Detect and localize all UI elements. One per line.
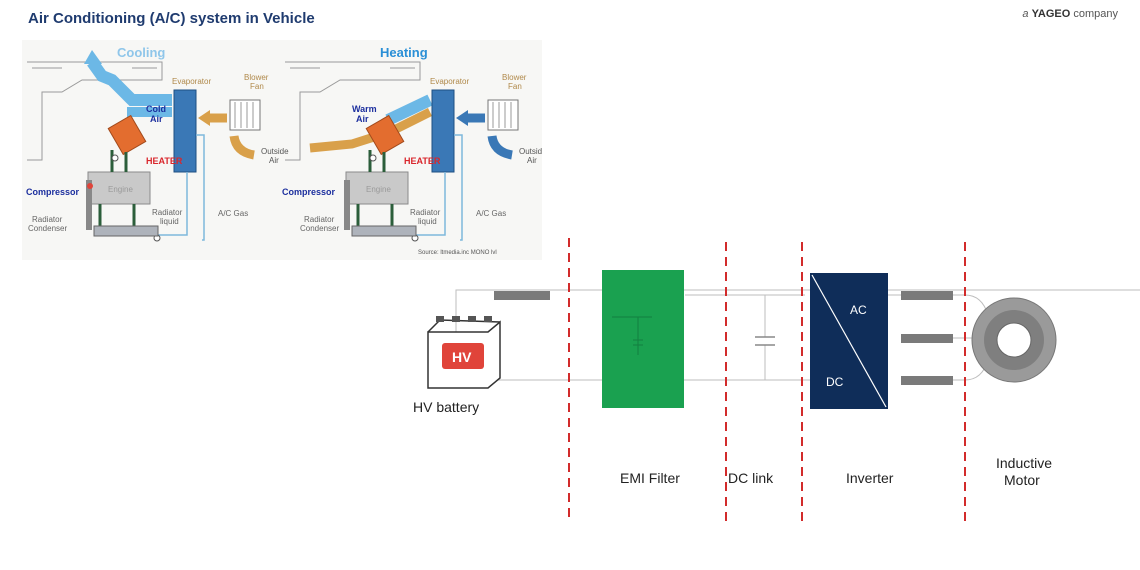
cooling-radiator-liquid-label-2: liquid: [160, 217, 179, 226]
heating-radiator-liquid-label-1: Radiator: [410, 208, 441, 217]
wire-top-segment: [456, 289, 805, 296]
page-title: Air Conditioning (A/C) system in Vehicle: [28, 10, 315, 27]
battery-terminal-4: [484, 316, 492, 322]
motor-label-1: Inductive: [996, 455, 1052, 471]
cooling-valve: [111, 154, 119, 162]
heating-heater-label: HEATER: [404, 156, 441, 166]
hv-battery: HV: [427, 316, 501, 389]
drivetrain-diagram: HV HV battery EMI Filter DC link AC DC I…: [390, 200, 1140, 570]
inverter-dc-text: DC: [826, 375, 844, 389]
cooling-diagram: Cooling Evaporator Blower Fan Outside Ai…: [26, 45, 289, 242]
emi-filter-circuit: [612, 316, 652, 355]
dc-link-label: DC link: [728, 470, 774, 486]
motor-label-2: Motor: [1004, 472, 1040, 488]
inverter-label: Inverter: [846, 470, 894, 486]
heating-ac-gas-label: A/C Gas: [476, 209, 506, 218]
heating-compressor-label: Compressor: [282, 187, 336, 197]
cooling-title: Cooling: [117, 45, 165, 60]
emi-filter: [602, 270, 684, 408]
heating-outside-air-label-1: Outside: [519, 147, 542, 156]
battery-hv-badge: [442, 343, 484, 369]
heating-dashboard-outline: [285, 61, 421, 161]
cooling-air-flow: [87, 58, 172, 106]
emi-filter-label: EMI Filter: [620, 470, 680, 486]
cooling-intake-arrowhead: [198, 110, 210, 126]
cooling-heater-core: [107, 114, 147, 156]
battery-label: HV battery: [413, 399, 479, 415]
heating-air-label-1: Warm: [352, 104, 377, 114]
ac-diagram-svg: Cooling Evaporator Blower Fan Outside Ai…: [26, 45, 542, 256]
heating-engine-label: Engine: [366, 185, 391, 194]
cooling-compressor-indicator: [87, 183, 93, 189]
cooling-engine-label: Engine: [108, 185, 133, 194]
cooling-engine: [87, 171, 151, 205]
cooling-air-arrowhead: [84, 50, 102, 64]
inverter-diagonal: [811, 274, 887, 408]
cooling-radiator-condenser: [93, 225, 159, 237]
heating-air-into-heater: [385, 94, 433, 126]
heating-outside-air-arrow: [487, 135, 513, 160]
brand-name: YAGEO: [1031, 8, 1071, 20]
heating-air-flow: [309, 107, 433, 153]
cooling-evaporator: [173, 89, 197, 173]
cooling-air-label-2: Air: [150, 114, 163, 124]
heating-intake-arrowhead: [456, 110, 468, 126]
drivetrain-svg: HV HV battery EMI Filter DC link AC DC I…: [413, 238, 1140, 522]
battery-terminal-1: [436, 316, 444, 322]
heating-heater-core: [365, 114, 405, 156]
cooling-coolant-pipes: [98, 150, 136, 230]
cooling-radiator-condenser-label-2: Condenser: [28, 224, 67, 233]
cooling-ac-gas-label: A/C Gas: [218, 209, 248, 218]
source-note: Source: ltmedia.inc MONO lvl: [418, 250, 497, 256]
heating-radiator-condenser-label-1: Radiator: [304, 215, 335, 224]
heating-diagram: Heating Evaporator Blower Fan Outside Ai…: [282, 45, 542, 242]
brand-prefix: a: [1022, 8, 1029, 20]
heating-evaporator-label: Evaporator: [430, 77, 469, 86]
cooling-radiator-condenser-label-1: Radiator: [32, 215, 63, 224]
battery-terminal-2: [452, 316, 460, 322]
cooling-dashboard-outline: [27, 61, 163, 161]
heating-blower-fins: [492, 102, 512, 128]
heating-compressor: [344, 180, 350, 230]
heating-coolant-pipes: [356, 150, 394, 230]
inverter-ac-text: AC: [850, 303, 867, 317]
phase-connector-3: [901, 376, 953, 385]
heating-valve: [369, 154, 377, 162]
battery-hv-text: HV: [452, 349, 472, 365]
wire-inverter-to-motor: [885, 294, 989, 381]
ac-system-diagram: Cooling Evaporator Blower Fan Outside Ai…: [22, 40, 542, 260]
heating-radiator-condenser: [351, 225, 417, 237]
fuse: [494, 291, 550, 300]
cooling-radiator-liquid-label-1: Radiator: [152, 208, 183, 217]
cooling-compressor: [86, 180, 92, 230]
heating-title: Heating: [380, 45, 428, 60]
phase-connector-1: [901, 291, 953, 300]
heating-radiator-condenser-label-2: Condenser: [300, 224, 339, 233]
cooling-outside-air-label-2: Air: [269, 156, 279, 165]
cooling-blower-label-1: Blower: [244, 73, 269, 82]
brand-logo: a YAGEO company: [1022, 8, 1118, 20]
heating-outside-air-label-2: Air: [527, 156, 537, 165]
cooling-heater-label: HEATER: [146, 156, 183, 166]
motor-shaft: [996, 322, 1032, 358]
heating-blower-label-1: Blower: [502, 73, 527, 82]
cooling-blower-label-2: Fan: [250, 82, 264, 91]
heating-radiator-liquid-label-2: liquid: [418, 217, 437, 226]
cooling-blower-fins: [234, 102, 254, 128]
dc-link-capacitor: [755, 336, 775, 346]
cooling-compressor-label: Compressor: [26, 187, 80, 197]
heating-blower-label-2: Fan: [508, 82, 522, 91]
cooling-outside-air-arrow: [229, 135, 255, 160]
cooling-evaporator-label: Evaporator: [172, 77, 211, 86]
heating-evaporator: [431, 89, 455, 173]
cooling-outside-air-label-1: Outside: [261, 147, 289, 156]
heating-engine: [345, 171, 409, 205]
cooling-air-label-1: Cold: [146, 104, 166, 114]
heating-air-label-2: Air: [356, 114, 369, 124]
battery-terminal-3: [468, 316, 476, 322]
phase-connector-2: [901, 334, 953, 343]
brand-suffix: company: [1073, 8, 1118, 20]
